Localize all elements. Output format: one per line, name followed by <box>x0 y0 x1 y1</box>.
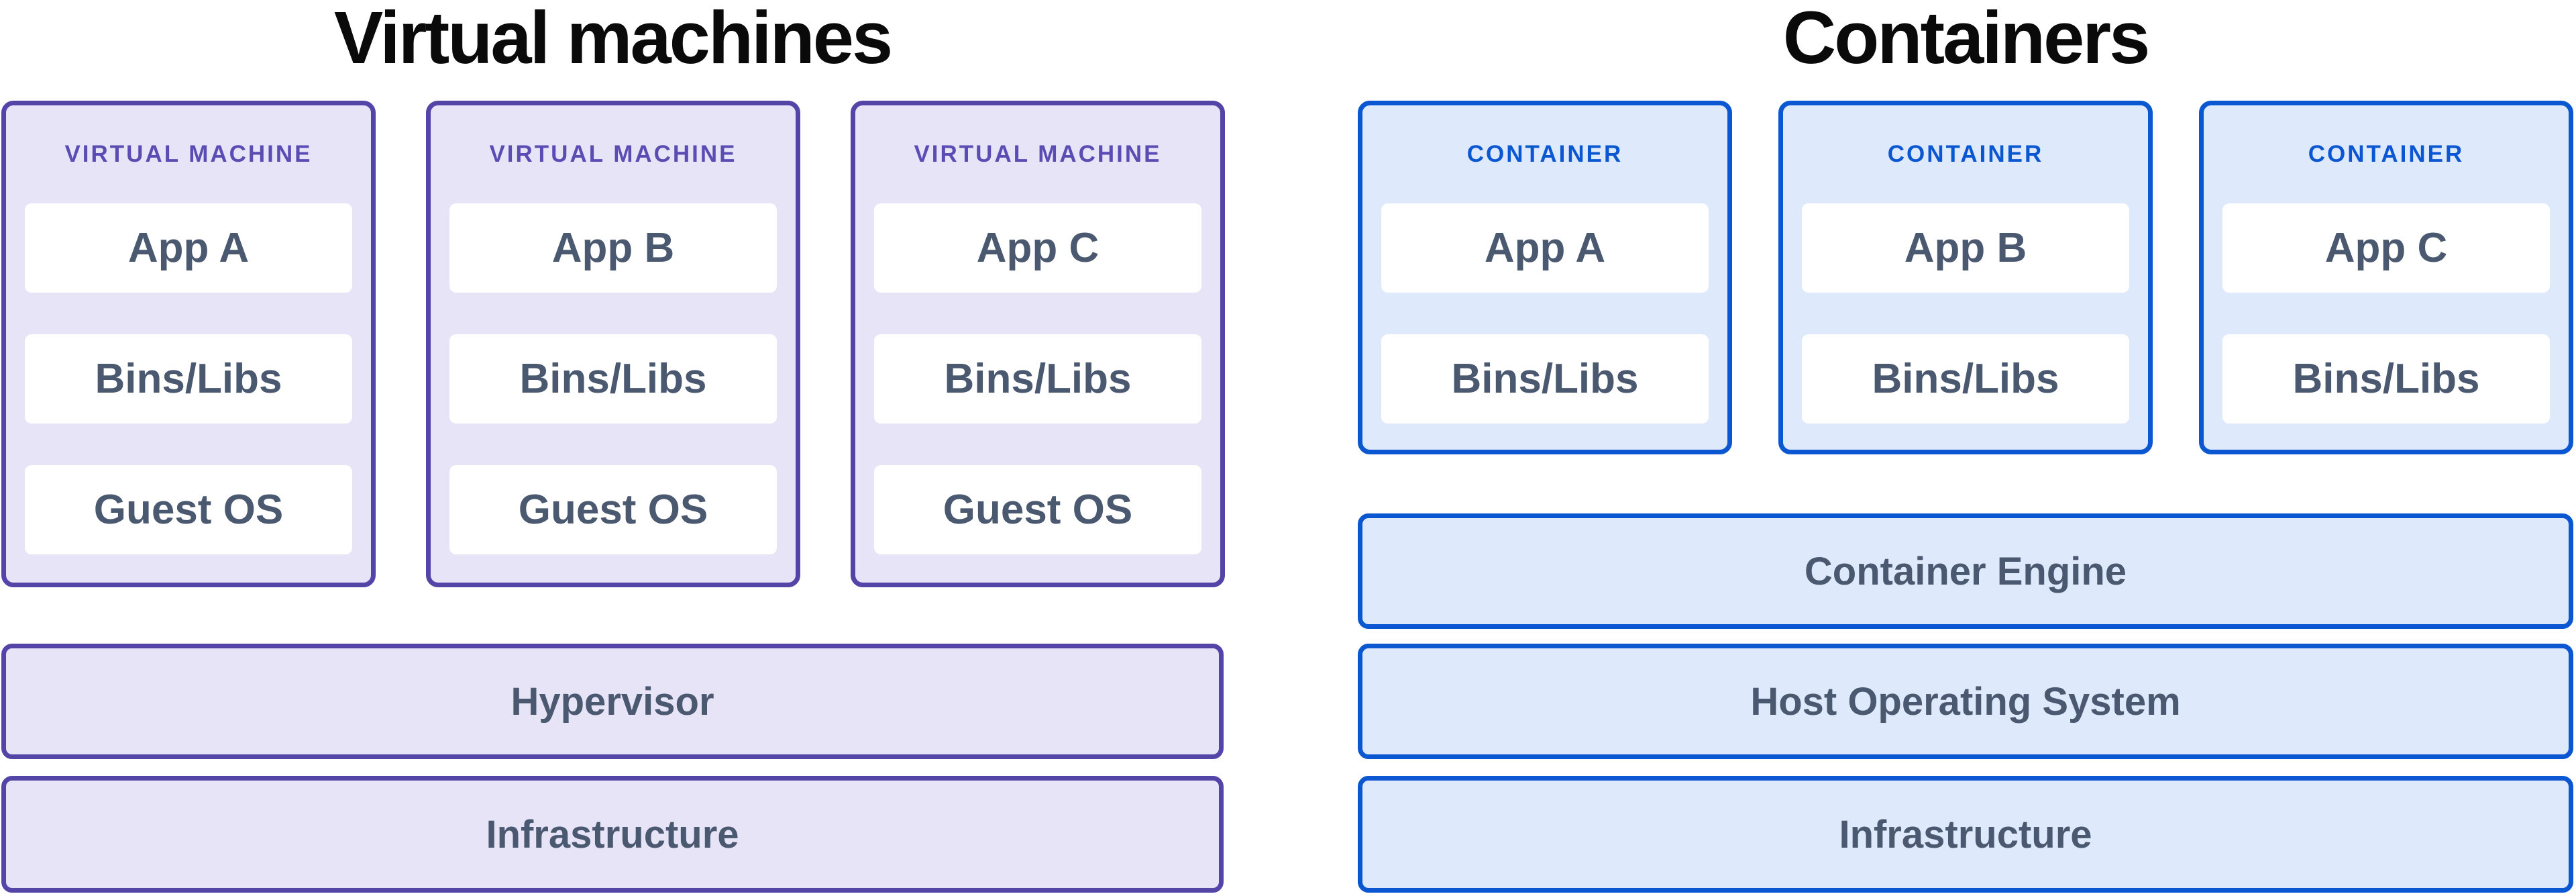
virtual-machine-card-header: VIRTUAL MACHINE <box>64 141 313 167</box>
virtual-machine-card-2: VIRTUAL MACHINE App B Bins/Libs Guest OS <box>426 101 800 587</box>
bins-libs-box: Bins/Libs <box>2222 334 2550 424</box>
infrastructure-bar: Infrastructure <box>1358 776 2573 893</box>
host-operating-system-bar: Host Operating System <box>1358 644 2573 759</box>
app-c-box: App C <box>874 203 1201 293</box>
virtual-machines-title: Virtual machines <box>333 0 893 79</box>
containers-column: Containers CONTAINER App A Bins/Libs CON… <box>1358 0 2573 894</box>
container-card-3: CONTAINER App C Bins/Libs <box>2199 101 2573 454</box>
infrastructure-bar: Infrastructure <box>1 776 1224 893</box>
app-b-box: App B <box>1802 203 2129 293</box>
container-card-2: CONTAINER App B Bins/Libs <box>1778 101 2153 454</box>
virtual-machine-card-3: VIRTUAL MACHINE App C Bins/Libs Guest OS <box>851 101 1225 587</box>
bins-libs-box: Bins/Libs <box>874 334 1201 424</box>
guest-os-box: Guest OS <box>874 465 1201 554</box>
virtual-machine-card-header: VIRTUAL MACHINE <box>489 141 737 167</box>
virtual-machine-card-1: VIRTUAL MACHINE App A Bins/Libs Guest OS <box>1 101 376 587</box>
container-cards-row: CONTAINER App A Bins/Libs CONTAINER App … <box>1358 101 2573 454</box>
container-card-header: CONTAINER <box>2308 141 2465 167</box>
app-c-box: App C <box>2222 203 2550 293</box>
bins-libs-box: Bins/Libs <box>1381 334 1709 424</box>
virtual-machine-cards-row: VIRTUAL MACHINE App A Bins/Libs Guest OS… <box>1 101 1225 587</box>
guest-os-box: Guest OS <box>25 465 352 554</box>
container-card-header: CONTAINER <box>1466 141 1623 167</box>
app-b-box: App B <box>449 203 777 293</box>
bins-libs-box: Bins/Libs <box>449 334 777 424</box>
containers-title: Containers <box>1782 0 2151 79</box>
bins-libs-box: Bins/Libs <box>1802 334 2129 424</box>
container-card-header: CONTAINER <box>1887 141 2044 167</box>
virtual-machines-column: Virtual machines VIRTUAL MACHINE App A B… <box>1 0 1225 894</box>
guest-os-box: Guest OS <box>449 465 777 554</box>
app-a-box: App A <box>1381 203 1709 293</box>
virtual-machine-card-header: VIRTUAL MACHINE <box>914 141 1162 167</box>
app-a-box: App A <box>25 203 352 293</box>
container-engine-bar: Container Engine <box>1358 513 2573 629</box>
hypervisor-bar: Hypervisor <box>1 644 1224 759</box>
bins-libs-box: Bins/Libs <box>25 334 352 424</box>
container-card-1: CONTAINER App A Bins/Libs <box>1358 101 1732 454</box>
